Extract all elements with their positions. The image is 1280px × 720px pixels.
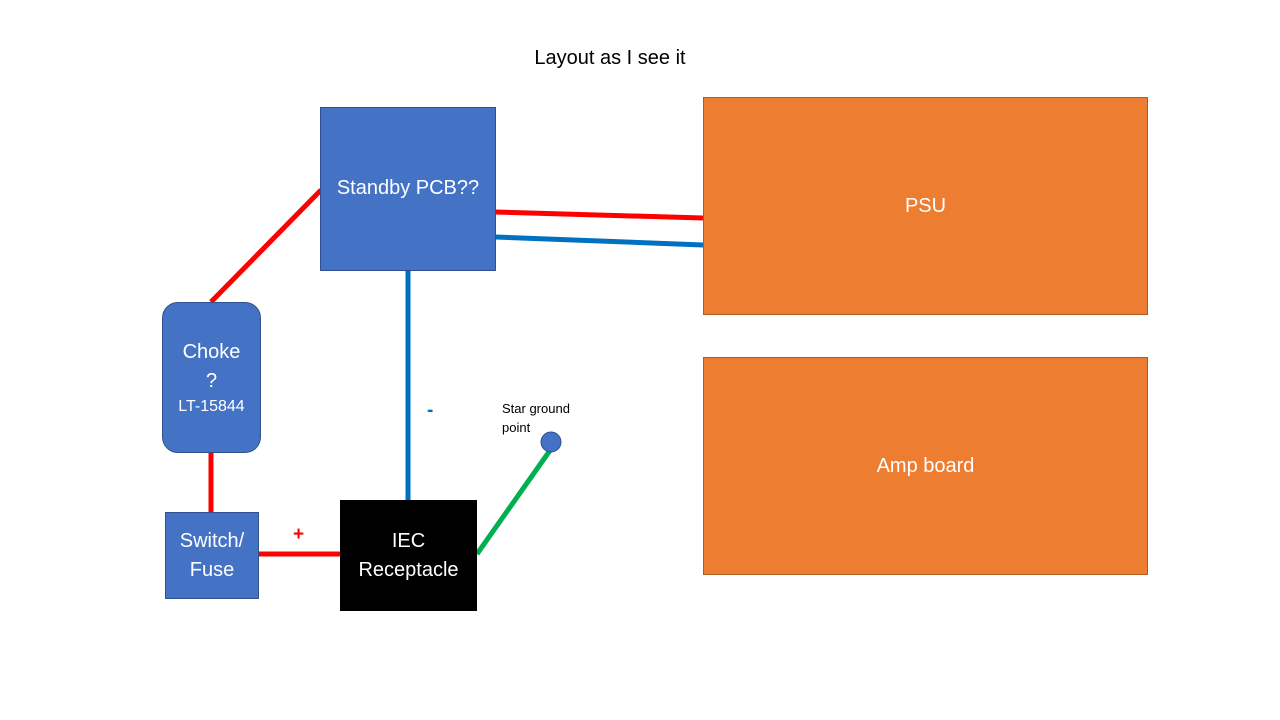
wire-choke-to-standby <box>209 188 323 304</box>
star-ground-label: Star ground point <box>502 399 570 437</box>
diagram-title: Layout as I see it <box>534 47 686 69</box>
standby-pcb-label: Standby PCB?? <box>336 176 480 199</box>
switch-label: Switch/ <box>179 529 245 552</box>
choke-part-number: LT-15844 <box>178 397 245 415</box>
amp-board-label: Amp board <box>876 454 975 477</box>
minus-sign: - <box>427 400 434 421</box>
psu-box: PSU <box>703 97 1148 315</box>
choke-box: Choke ? LT-15844 <box>162 302 261 453</box>
iec-label: IEC <box>391 529 426 552</box>
wire-standby-to-psu-live <box>494 209 704 221</box>
star-ground-label-line2: point <box>502 420 531 435</box>
wire-iec-to-star-ground <box>474 447 554 556</box>
choke-label: Choke <box>182 340 241 363</box>
wire-standby-to-psu-neutral <box>494 234 704 248</box>
plus-sign: + <box>293 524 305 545</box>
psu-label: PSU <box>904 194 947 217</box>
fuse-label: Fuse <box>189 558 235 581</box>
switch-fuse-box: Switch/ Fuse <box>165 512 259 599</box>
standby-pcb-box: Standby PCB?? <box>320 107 496 271</box>
iec-receptacle-box: IEC Receptacle <box>340 500 477 611</box>
star-ground-point <box>540 431 562 453</box>
choke-question: ? <box>205 369 218 392</box>
star-ground-label-line1: Star ground <box>502 401 570 416</box>
amp-board-box: Amp board <box>703 357 1148 575</box>
receptacle-label: Receptacle <box>358 558 459 581</box>
